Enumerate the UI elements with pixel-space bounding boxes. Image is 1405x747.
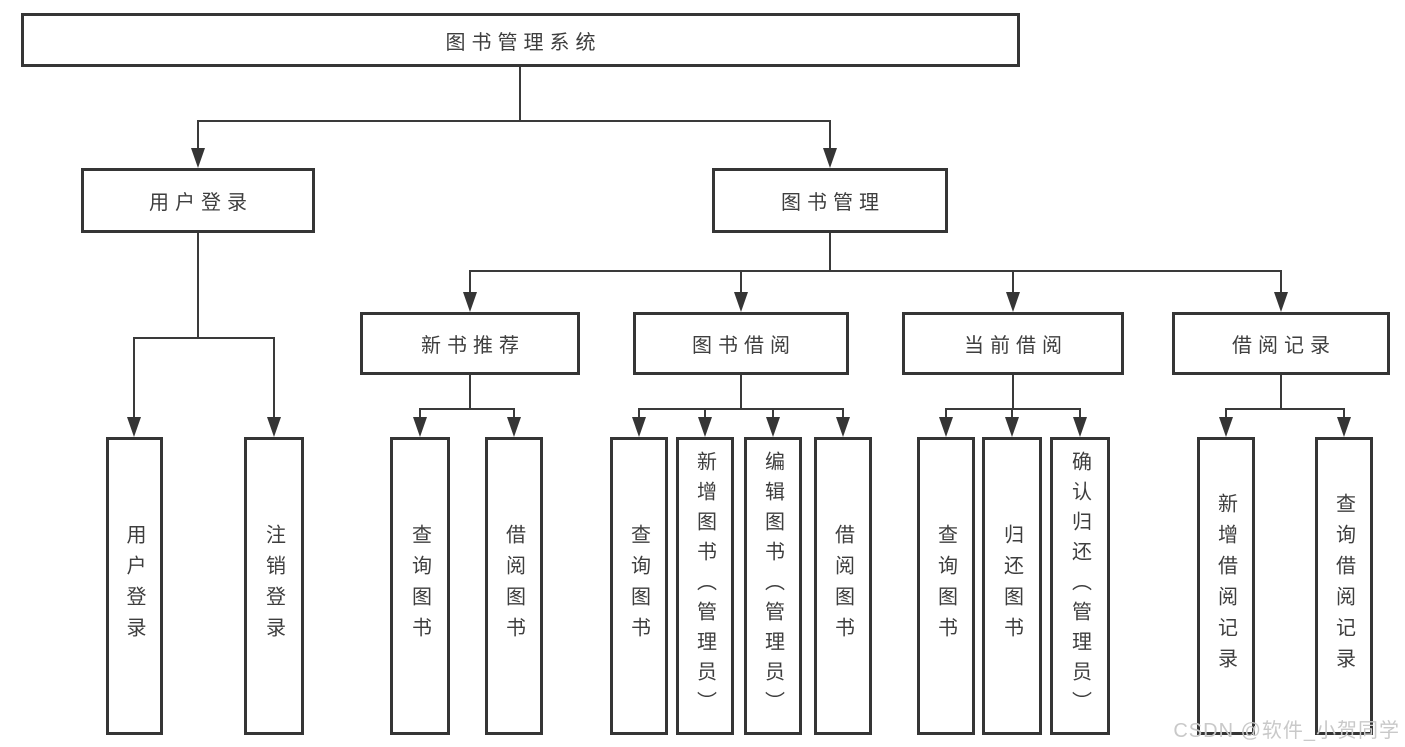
node-new-book-recommend: 新书推荐 (360, 312, 580, 375)
connector-line (469, 375, 471, 409)
arrow-down-icon (766, 417, 780, 437)
connector-line (133, 337, 135, 421)
arrow-down-icon (698, 417, 712, 437)
node-current-borrow: 当前借阅 (902, 312, 1124, 375)
leaf-add-borrow-record: 新增借阅记录 (1197, 437, 1255, 735)
connector-line (1079, 408, 1081, 420)
arrow-down-icon (939, 417, 953, 437)
arrow-down-icon (267, 417, 281, 437)
arrow-down-icon (632, 417, 646, 437)
leaf-logout: 注销登录 (244, 437, 304, 735)
leaf-user-login: 用户登录 (106, 437, 163, 735)
connector-line (1012, 375, 1014, 409)
leaf-confirm-return-admin: 确认归还（管理员） (1050, 437, 1110, 735)
connector-line (772, 408, 774, 420)
arrow-down-icon (1219, 417, 1233, 437)
leaf-edit-book-admin: 编辑图书（管理员） (744, 437, 802, 735)
connector-line (740, 270, 742, 296)
connector-line (133, 337, 275, 339)
arrow-down-icon (507, 417, 521, 437)
leaf-borrow-book-2: 借阅图书 (814, 437, 872, 735)
connector-line (842, 408, 844, 420)
connector-line (513, 408, 515, 420)
arrow-down-icon (191, 148, 205, 168)
connector-line (945, 408, 1081, 410)
connector-line (1011, 408, 1013, 420)
arrow-down-icon (836, 417, 850, 437)
arrow-down-icon (127, 417, 141, 437)
arrow-down-icon (463, 292, 477, 312)
connector-line (469, 270, 471, 296)
connector-line (1012, 270, 1014, 296)
connector-line (197, 233, 199, 339)
connector-line (740, 375, 742, 409)
leaf-query-book-3: 查询图书 (917, 437, 975, 735)
connector-line (197, 120, 199, 152)
node-book-management: 图书管理 (712, 168, 948, 233)
connector-line (638, 408, 844, 410)
arrow-down-icon (1274, 292, 1288, 312)
arrow-down-icon (1005, 417, 1019, 437)
arrow-down-icon (1073, 417, 1087, 437)
connector-line (829, 120, 831, 152)
leaf-add-book-admin: 新增图书（管理员） (676, 437, 734, 735)
connector-line (469, 270, 1282, 272)
node-root: 图书管理系统 (21, 13, 1020, 67)
connector-line (1280, 270, 1282, 296)
connector-line (829, 233, 831, 272)
leaf-query-book-1: 查询图书 (390, 437, 450, 735)
leaf-return-book: 归还图书 (982, 437, 1042, 735)
watermark: CSDN @软件_小贺同学 (1173, 720, 1400, 742)
node-user-login: 用户登录 (81, 168, 315, 233)
arrow-down-icon (413, 417, 427, 437)
node-borrow-records: 借阅记录 (1172, 312, 1390, 375)
connector-line (419, 408, 421, 420)
leaf-query-borrow-record: 查询借阅记录 (1315, 437, 1373, 735)
leaf-borrow-book-1: 借阅图书 (485, 437, 543, 735)
connector-line (945, 408, 947, 420)
connector-line (704, 408, 706, 420)
leaf-query-book-2: 查询图书 (610, 437, 668, 735)
connector-line (273, 337, 275, 421)
arrow-down-icon (1006, 292, 1020, 312)
connector-line (419, 408, 515, 410)
connector-line (1225, 408, 1345, 410)
arrow-down-icon (823, 148, 837, 168)
connector-line (1343, 408, 1345, 420)
connector-line (1280, 375, 1282, 409)
arrow-down-icon (734, 292, 748, 312)
node-book-borrow: 图书借阅 (633, 312, 849, 375)
connector-line (638, 408, 640, 420)
connector-line (1225, 408, 1227, 420)
connector-line (197, 120, 831, 122)
connector-line (519, 67, 521, 122)
arrow-down-icon (1337, 417, 1351, 437)
